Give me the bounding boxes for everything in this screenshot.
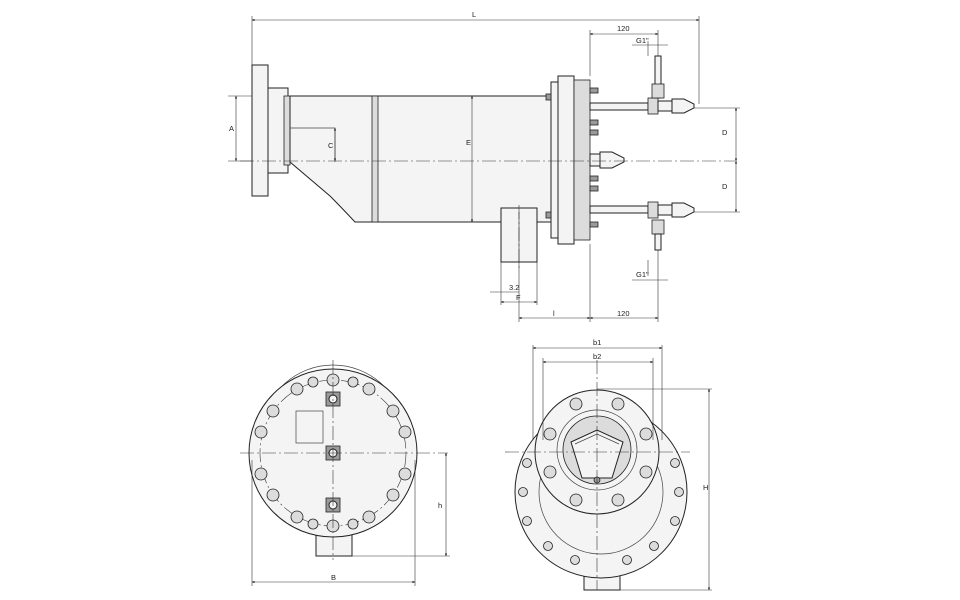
dim-label-F: F bbox=[516, 293, 521, 302]
dim-label-g1-top: G1" bbox=[636, 36, 649, 45]
dim-label-120-bottom: 120 bbox=[617, 309, 630, 318]
dim-label-l: l bbox=[553, 309, 555, 318]
front-view: b1 b2 H bbox=[505, 338, 712, 591]
inlet-flange bbox=[251, 64, 269, 197]
dim-label-A: A bbox=[229, 124, 234, 133]
dim-label-E: E bbox=[466, 138, 471, 147]
dim-label-b1: b1 bbox=[593, 338, 601, 347]
upper-nozzle bbox=[589, 55, 695, 115]
dim-label-D-top: D bbox=[722, 128, 728, 137]
main-shell bbox=[375, 95, 552, 223]
dim-label-g1-bottom: G1" bbox=[636, 270, 649, 279]
cover-bolts bbox=[254, 373, 412, 533]
lower-nozzle bbox=[589, 201, 695, 251]
dim-label-D-bottom: D bbox=[722, 182, 728, 191]
rear-view: B h bbox=[240, 360, 450, 586]
dim-label-wall: 3.2 bbox=[509, 283, 519, 292]
shell-weld-ring bbox=[371, 95, 379, 223]
inlet-flange-bolts bbox=[518, 458, 684, 565]
eccentric-reducer bbox=[289, 95, 377, 223]
nameplate bbox=[295, 410, 324, 444]
dim-label-H: H bbox=[703, 483, 708, 492]
inlet-neck-ring bbox=[283, 95, 291, 166]
central-probe bbox=[589, 151, 625, 169]
dim-label-b2: b2 bbox=[593, 352, 601, 361]
cover-flange bbox=[557, 75, 575, 245]
cover-plate bbox=[573, 79, 591, 241]
dim-label-B: B bbox=[331, 573, 336, 582]
shell-flange bbox=[550, 81, 559, 239]
dim-label-C: C bbox=[328, 141, 334, 150]
dim-label-L: L bbox=[472, 10, 476, 19]
cover-bolts-front bbox=[543, 397, 653, 507]
dim-label-120-top: 120 bbox=[617, 24, 630, 33]
flange-studs bbox=[545, 87, 599, 228]
dim-label-h: h bbox=[438, 501, 442, 510]
side-view: L 120 G1" A C E D D G1" 3.2 F l 120 bbox=[228, 10, 740, 322]
